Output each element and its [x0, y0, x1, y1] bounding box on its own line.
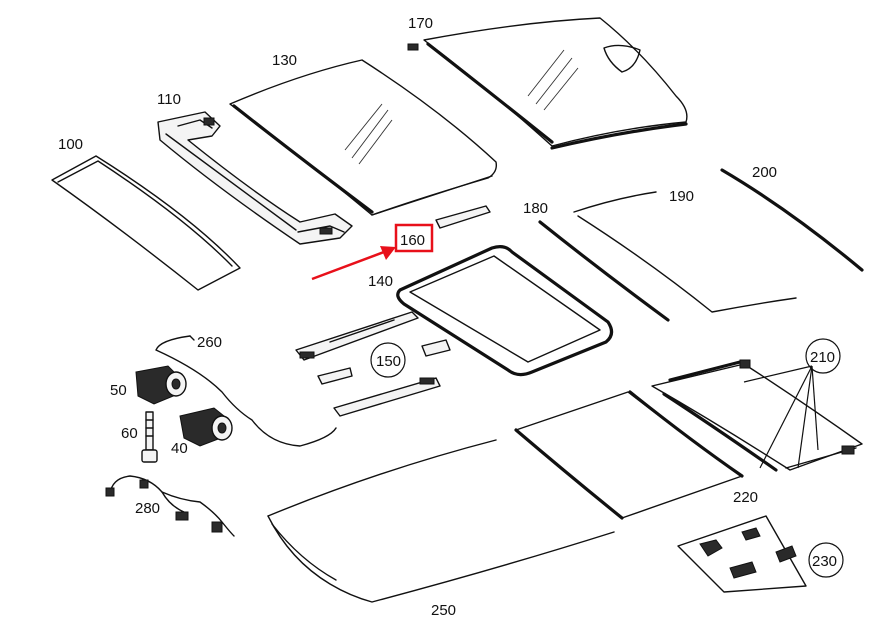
part-210-blind [514, 390, 744, 520]
part-220-blind-frame [651, 359, 863, 472]
part-250-seal [267, 439, 615, 603]
highlight-arrow [311, 250, 385, 281]
callout-circle-210 [805, 338, 841, 374]
part-40-motor [179, 407, 233, 447]
label-110: 110 [157, 91, 181, 108]
part-140-seal-ring [396, 245, 614, 377]
label-220: 220 [733, 489, 758, 506]
label-180: 180 [523, 200, 548, 217]
part-190-seal [573, 191, 797, 313]
label-200: 200 [752, 164, 777, 181]
label-150: 150 [376, 353, 401, 370]
label-140: 140 [368, 273, 393, 290]
highlight-box-160 [394, 223, 434, 253]
part-170-glass-panel [407, 17, 688, 150]
part-200-strip [720, 168, 864, 272]
part-150-mechanism [295, 311, 451, 417]
callout-210-leaders [743, 365, 819, 469]
label-190: 190 [669, 188, 694, 205]
part-110-frame [157, 111, 353, 245]
label-130: 130 [272, 52, 297, 69]
part-130-glass-panel [229, 59, 498, 216]
label-170: 170 [408, 15, 433, 32]
part-50-motor [135, 365, 187, 405]
part-260-cable [155, 335, 337, 447]
label-100: 100 [58, 136, 83, 153]
label-40: 40 [171, 440, 188, 457]
label-60: 60 [121, 425, 138, 442]
part-230-clips [677, 515, 807, 593]
label-250: 250 [431, 602, 456, 619]
part-100-panel [51, 155, 241, 291]
label-260: 260 [197, 334, 222, 351]
part-280-harness [105, 475, 235, 537]
callout-circle-230 [808, 542, 844, 578]
label-280: 280 [135, 500, 160, 517]
callout-circle-150 [370, 342, 406, 378]
highlight-arrow-head [380, 246, 396, 260]
part-60-screw [141, 411, 158, 463]
label-50: 50 [110, 382, 127, 399]
part-180-strip [538, 220, 670, 322]
label-210: 210 [810, 349, 835, 366]
part-160-strip [435, 205, 491, 229]
label-160: 160 [400, 232, 425, 249]
label-230: 230 [812, 553, 837, 570]
